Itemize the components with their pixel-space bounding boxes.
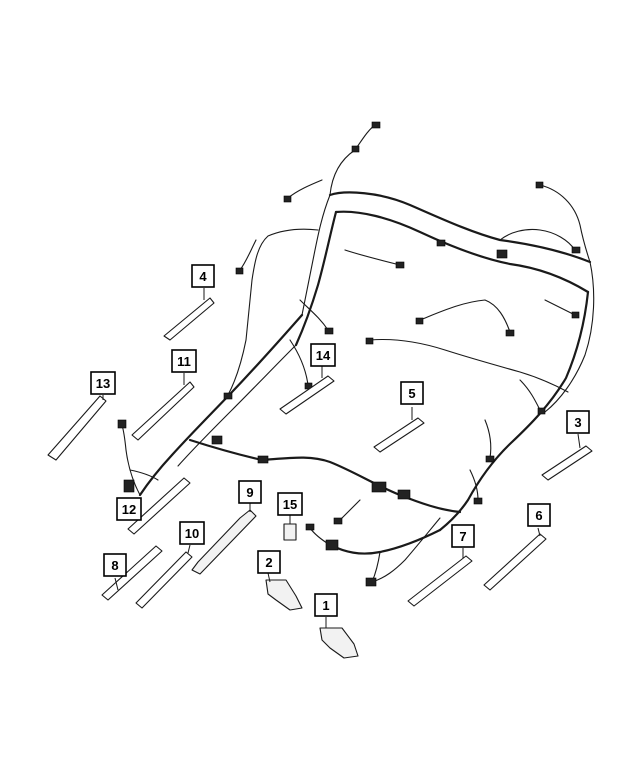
callout-15: 15 — [277, 492, 303, 516]
callout-2-label: 2 — [265, 555, 272, 570]
part-3-trim-strip — [541, 445, 593, 481]
callout-4: 4 — [191, 264, 215, 288]
callout-8-label: 8 — [111, 558, 118, 573]
callout-11: 11 — [171, 349, 197, 373]
callout-2: 2 — [257, 550, 281, 574]
callout-13: 13 — [90, 371, 116, 395]
part-15-clip — [283, 523, 297, 541]
part-7-trim-strip — [407, 555, 473, 607]
harness-connectors — [117, 121, 581, 587]
part-4-trim-strip — [163, 297, 215, 341]
callout-1-label: 1 — [322, 598, 329, 613]
part-9-bracket — [191, 509, 257, 575]
callout-3: 3 — [566, 410, 590, 434]
part-14-trim-strip — [279, 375, 335, 415]
part-5-trim-strip — [373, 417, 425, 453]
callout-8: 8 — [103, 553, 127, 577]
callout-1: 1 — [314, 593, 338, 617]
callout-15-label: 15 — [283, 497, 297, 512]
part-11-trim-strip — [131, 381, 195, 441]
callout-10: 10 — [179, 521, 205, 545]
callout-7: 7 — [451, 524, 475, 548]
callout-6-label: 6 — [535, 508, 542, 523]
callout-9: 9 — [238, 480, 262, 504]
callout-6: 6 — [527, 503, 551, 527]
callout-10-label: 10 — [185, 526, 199, 541]
callout-9-label: 9 — [246, 485, 253, 500]
callout-12: 12 — [116, 497, 142, 521]
callout-5-label: 5 — [408, 386, 415, 401]
callout-12-label: 12 — [122, 502, 136, 517]
part-12-trim-strip — [127, 477, 191, 535]
part-6-trim-strip — [483, 533, 547, 591]
part-13-trim-strip — [47, 395, 107, 461]
callout-13-label: 13 — [96, 376, 110, 391]
part-2-bracket — [265, 579, 303, 611]
callout-14: 14 — [310, 343, 336, 367]
callout-14-label: 14 — [316, 348, 331, 363]
callout-7-label: 7 — [459, 529, 466, 544]
callout-4-label: 4 — [199, 269, 207, 284]
callout-5: 5 — [400, 381, 424, 405]
callout-11-label: 11 — [177, 354, 191, 369]
part-1-bracket — [319, 627, 359, 659]
part-10-trim-strip — [135, 551, 193, 609]
callout-3-label: 3 — [574, 415, 581, 430]
